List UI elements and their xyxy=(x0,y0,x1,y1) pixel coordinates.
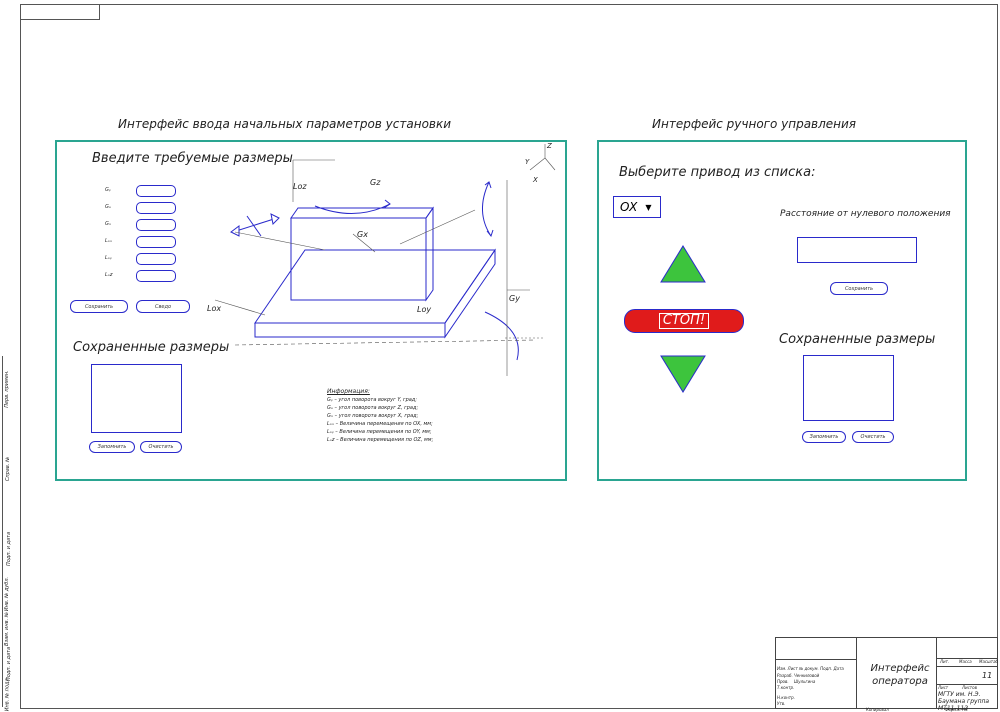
organization: МГТУ им. Н.Э. Баумана группа МТ11-112 xyxy=(938,691,990,712)
top-left-stamp xyxy=(20,4,100,20)
saved-sizes-list[interactable] xyxy=(91,364,182,433)
lox-input[interactable] xyxy=(136,236,176,248)
side-stamp-5: Взам. инв. № xyxy=(3,612,10,646)
save-button[interactable]: Сохранить xyxy=(70,300,128,313)
loy-input[interactable] xyxy=(136,253,176,265)
info-line-5: Lₒᵧ – Величина перемещения по OY, мм; xyxy=(327,429,432,435)
field-label-lox: Lₒₓ xyxy=(105,238,113,244)
distance-input[interactable] xyxy=(797,237,917,263)
saved-sizes-heading: Сохраненные размеры xyxy=(73,340,230,355)
axis-label-z: Z xyxy=(547,142,552,150)
stop-button[interactable]: СТОП! xyxy=(624,309,744,333)
right-clear-button[interactable]: Очистить xyxy=(852,431,894,443)
info-line-4: Lₒₓ – Величина перемещения по OX, мм; xyxy=(327,421,433,427)
right-saved-sizes-list[interactable] xyxy=(803,355,894,421)
axis-label-y: Y xyxy=(525,158,530,166)
axis-label-x: X xyxy=(533,176,538,184)
manual-control-panel: Выберите привод из списка: OX ▼ Расстоян… xyxy=(597,140,967,481)
info-line-3: Gₓ – угол поворота вокруг X, град; xyxy=(327,413,419,419)
right-panel-title: Интерфейс ручного управления xyxy=(652,117,857,131)
field-label-loy: Lₒᵧ xyxy=(105,255,112,261)
gz-input[interactable] xyxy=(136,202,176,214)
role-tcontrol: Т.контр. xyxy=(777,685,795,690)
role-ncontrol: Н.контр. xyxy=(777,695,795,700)
setup-params-panel: Введите требуемые размеры Gᵧ Gᵤ Gₓ Lₒₓ L… xyxy=(55,140,567,481)
right-saved-sizes-heading: Сохраненные размеры xyxy=(779,332,936,347)
drive-select-value: OX xyxy=(620,200,638,214)
format-label: Формат A3 xyxy=(945,707,968,712)
save-distance-button[interactable]: Сохранить xyxy=(830,282,888,295)
person-developer: Ченкиловой xyxy=(794,673,820,678)
left-panel-title: Интерфейс ввода начальных параметров уст… xyxy=(118,117,452,131)
col-mass: Масса xyxy=(959,659,972,664)
title-block: Изм. Лист № докум. Подп. Дата Разраб. Че… xyxy=(775,637,999,712)
field-label-gz: Gᵤ xyxy=(105,204,111,210)
diagram-label-gx: Gx xyxy=(357,230,368,239)
info-title: Информация: xyxy=(327,388,370,395)
distance-label: Расстояние от нулевого положения xyxy=(780,209,951,219)
right-remember-button[interactable]: Запомнить xyxy=(802,431,846,443)
setup-diagram xyxy=(214,144,556,376)
info-line-6: Lₒz – Величина перемещения по OZ, мм; xyxy=(327,437,434,443)
clear-button[interactable]: Очистить xyxy=(140,441,182,453)
side-stamp-3: Подп. и дата xyxy=(6,531,13,567)
title-block-header-row: Изм. Лист № докум. Подп. Дата xyxy=(777,666,844,671)
col-scale: Масштаб xyxy=(979,659,999,664)
col-sheets: Листов xyxy=(962,685,977,690)
info-line-1: Gᵧ – угол поворота вокруг Y, град; xyxy=(327,397,417,403)
loz-input[interactable] xyxy=(136,270,176,282)
gx-input[interactable] xyxy=(136,219,176,231)
side-stamp-1: Перв. примен. xyxy=(3,370,10,408)
move-down-icon[interactable] xyxy=(659,354,707,394)
diagram-label-gz: Gz xyxy=(370,178,381,187)
side-stamp-7: Инв. № подл. xyxy=(4,676,11,712)
person-checker: Шульгина xyxy=(794,679,816,684)
side-stamp-strip: Перв. примен. Справ. № Подп. и дата Инв.… xyxy=(2,356,21,711)
remember-button[interactable]: Запомнить xyxy=(89,441,135,453)
col-lit: Лит. xyxy=(940,659,950,664)
move-up-icon[interactable] xyxy=(659,244,707,284)
drawing-name: Интерфейс оператора xyxy=(870,663,930,687)
sheet-number: 11 xyxy=(982,671,993,680)
role-checker: Пров. xyxy=(777,679,789,684)
side-stamp-2: Справ. № xyxy=(5,456,12,482)
col-sheet: Лист xyxy=(938,685,949,690)
field-label-gx: Gₓ xyxy=(105,221,112,227)
stop-button-label: СТОП! xyxy=(658,313,710,329)
diagram-label-gy: Gy xyxy=(509,294,520,303)
info-line-2: Gᵤ – угол поворота вокруг Z, град; xyxy=(327,405,419,411)
field-label-loz: Lₒz xyxy=(105,272,113,278)
select-drive-heading: Выберите привод из списка: xyxy=(619,165,816,180)
role-developer: Разраб. xyxy=(777,673,793,678)
side-stamp-4: Инв. № дубл. xyxy=(4,576,11,612)
field-label-gy: Gᵧ xyxy=(105,187,111,193)
diagram-label-loz: Loz xyxy=(293,182,307,191)
next-button[interactable]: Сведо xyxy=(136,300,190,313)
copied-label: Копировал xyxy=(866,707,889,712)
enter-sizes-heading: Введите требуемые размеры xyxy=(92,151,293,166)
chevron-down-icon: ▼ xyxy=(645,202,652,212)
drive-select[interactable]: OX ▼ xyxy=(613,196,661,218)
diagram-label-loy: Loy xyxy=(417,305,432,314)
gy-input[interactable] xyxy=(136,185,176,197)
diagram-label-lox: Lox xyxy=(207,304,222,313)
role-approved: Утв. xyxy=(777,701,786,706)
